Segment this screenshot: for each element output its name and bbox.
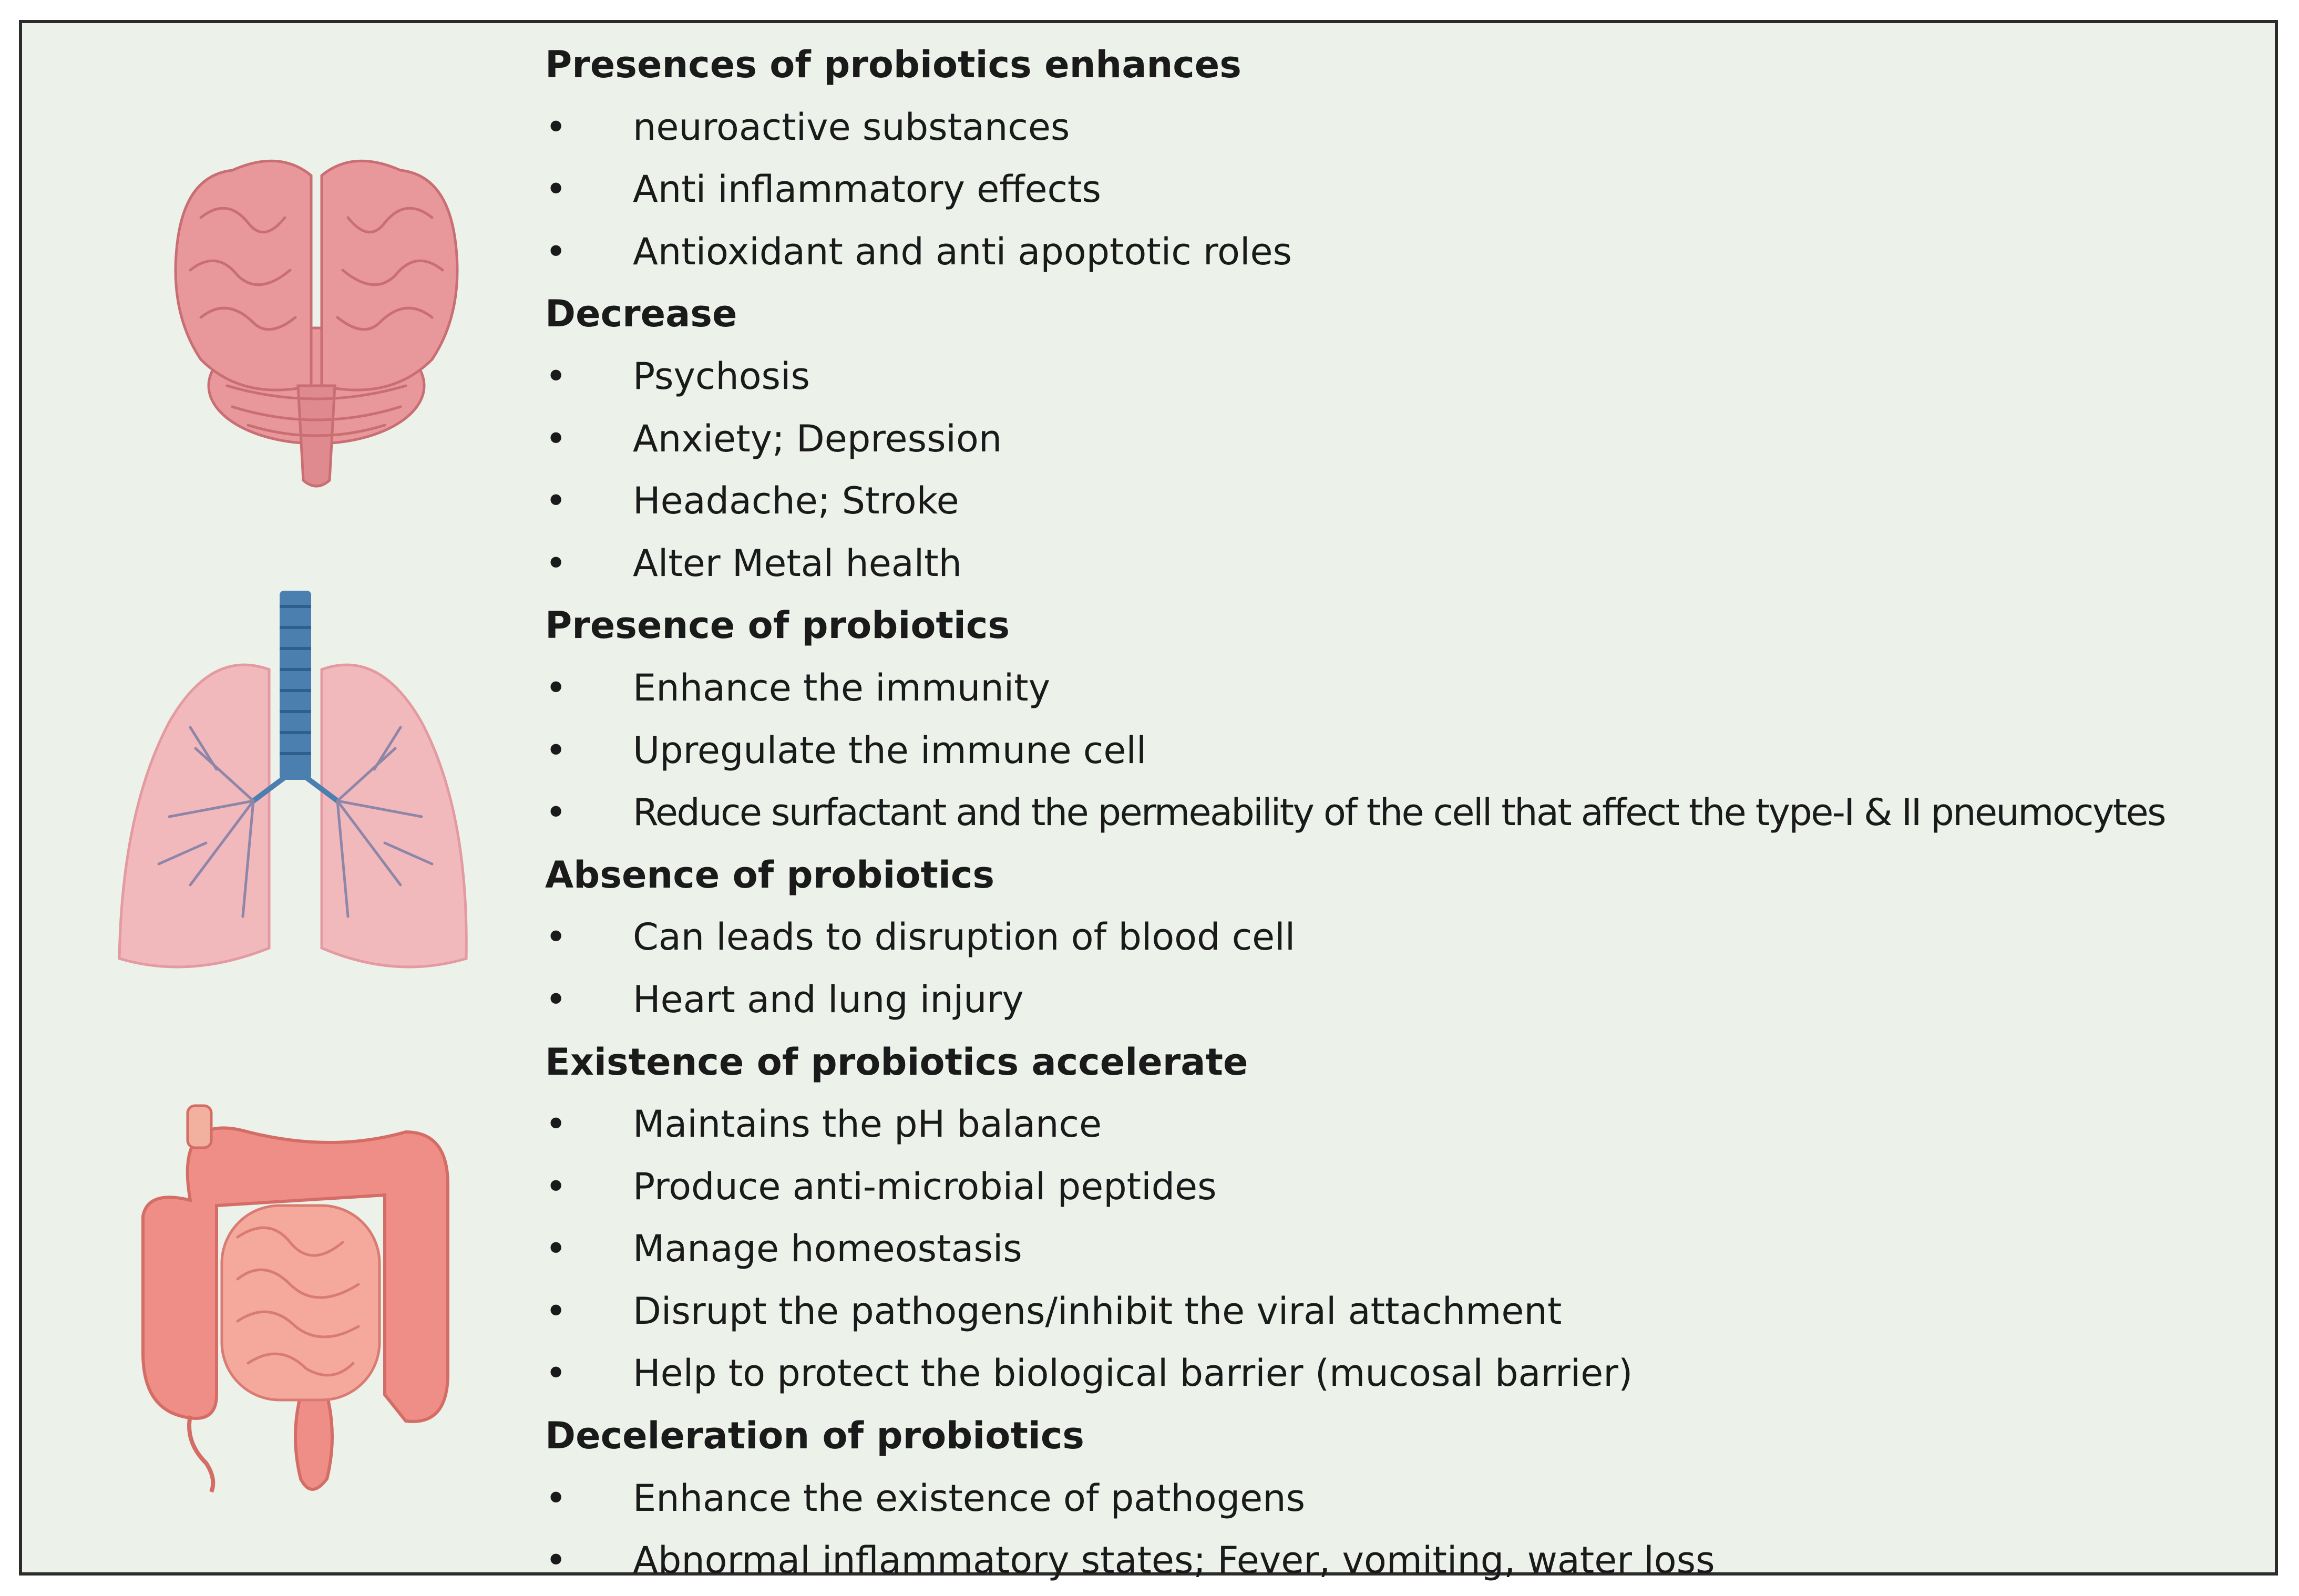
section-heading: Deceleration of probiotics <box>545 1414 1084 1458</box>
bullet-icon: • <box>545 417 567 460</box>
section-heading: Absence of probiotics <box>545 853 995 897</box>
item-text: Reduce surfactant and the permeability o… <box>633 791 2167 835</box>
item-text: Help to protect the biological barrier (… <box>633 1352 1633 1395</box>
item-text: Produce anti-microbial peptides <box>633 1165 1217 1208</box>
list-item: • Manage homeostasis <box>545 1218 2280 1280</box>
item-text: Headache; Stroke <box>633 479 959 523</box>
bullet-icon: • <box>545 354 567 398</box>
bullet-icon: • <box>545 1227 567 1271</box>
bullet-icon: • <box>545 977 567 1021</box>
item-text: Alter Metal health <box>633 541 962 585</box>
item-text: Manage homeostasis <box>633 1227 1022 1271</box>
list-item: • Enhance the immunity <box>545 657 2280 719</box>
bullet-icon: • <box>545 791 567 835</box>
bullet-icon: • <box>545 541 567 585</box>
list-item: • neuroactive substances <box>545 96 2280 159</box>
list-item: • Enhance the existence of pathogens <box>545 1467 2280 1530</box>
item-text: Enhance the existence of pathogens <box>633 1476 1306 1520</box>
list-item: • Antioxidant and anti apoptotic roles <box>545 221 2280 283</box>
bullet-icon: • <box>545 915 567 959</box>
list-item: • Help to protect the biological barrier … <box>545 1342 2280 1405</box>
diagram-frame: Presences of probiotics enhances • neuroa… <box>19 20 2278 1582</box>
section-heading: Decrease <box>545 292 737 336</box>
item-text: Upregulate the immune cell <box>633 728 1147 772</box>
bullet-icon: • <box>545 479 567 523</box>
item-text: Antioxidant and anti apoptotic roles <box>633 230 1292 273</box>
bullet-icon: • <box>545 230 567 273</box>
brain-illustration <box>174 159 459 488</box>
section-heading: Existence of probiotics accelerate <box>545 1040 1248 1084</box>
list-item: • Psychosis <box>545 345 2280 408</box>
list-item: • Anti inflammatory effects <box>545 158 2280 221</box>
list-item: • Anxiety; Depression <box>545 408 2280 470</box>
lungs-illustration <box>118 591 468 969</box>
bullet-icon: • <box>545 1289 567 1333</box>
item-text: Can leads to disruption of blood cell <box>633 915 1296 959</box>
list-item: • Heart and lung injury <box>545 969 2280 1031</box>
item-text: Abnormal inflammatory states; Fever, vom… <box>633 1539 1715 1582</box>
bullet-icon: • <box>545 168 567 211</box>
list-item: • Upregulate the immune cell <box>545 719 2280 782</box>
list-item: • Produce anti-microbial peptides <box>545 1156 2280 1218</box>
item-text: Psychosis <box>633 354 810 398</box>
item-text: Enhance the immunity <box>633 666 1051 709</box>
item-text: Anti inflammatory effects <box>633 168 1101 211</box>
intestine-illustration <box>141 1104 449 1493</box>
list-item: • Reduce surfactant and the permeability … <box>545 781 2280 844</box>
list-item: • Alter Metal health <box>545 532 2280 595</box>
item-text: Anxiety; Depression <box>633 417 1002 460</box>
bullet-icon: • <box>545 1165 567 1208</box>
section-heading: Presence of probiotics <box>545 604 1010 647</box>
item-text: Disrupt the pathogens/inhibit the viral … <box>633 1289 1562 1333</box>
bullet-icon: • <box>545 105 567 149</box>
list-item: • Can leads to disruption of blood cell <box>545 906 2280 969</box>
probiotics-effects-list: Presences of probiotics enhances • neuroa… <box>545 34 2280 1592</box>
item-text: neuroactive substances <box>633 105 1070 149</box>
list-item: • Headache; Stroke <box>545 470 2280 532</box>
item-text: Heart and lung injury <box>633 977 1024 1021</box>
list-item: • Maintains the pH balance <box>545 1093 2280 1156</box>
bullet-icon: • <box>545 1476 567 1520</box>
list-item: • Abnormal inflammatory states; Fever, vo… <box>545 1529 2280 1592</box>
item-text: Maintains the pH balance <box>633 1103 1102 1146</box>
bullet-icon: • <box>545 728 567 772</box>
list-item: • Disrupt the pathogens/inhibit the viral… <box>545 1280 2280 1343</box>
bullet-icon: • <box>545 1539 567 1582</box>
bullet-icon: • <box>545 1103 567 1146</box>
section-heading: Presences of probiotics enhances <box>545 43 1241 86</box>
bullet-icon: • <box>545 666 567 709</box>
bullet-icon: • <box>545 1352 567 1395</box>
